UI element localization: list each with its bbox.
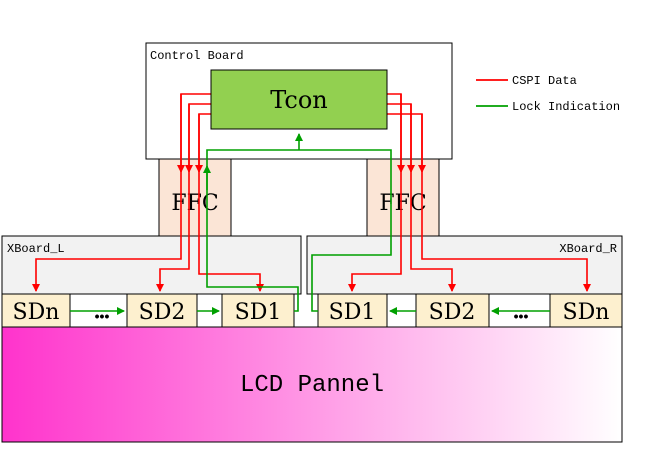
xboard-right-label: XBoard_R xyxy=(559,242,617,256)
cspi-left-to-sdn xyxy=(32,93,211,292)
sd-left-n-label: SDn xyxy=(13,300,60,325)
sd-left-2-label: SD2 xyxy=(139,300,186,325)
sd-left-1 xyxy=(221,293,295,328)
xboard-left xyxy=(1,235,302,295)
tcon-label: Tcon xyxy=(270,86,328,114)
lcd-panel xyxy=(1,326,623,443)
cspi-lines-left xyxy=(32,93,264,292)
cspi-right-to-sd2 xyxy=(387,103,456,292)
cspi-left-to-sd1 xyxy=(198,113,264,292)
cspi-right-to-sd1 xyxy=(348,93,402,292)
ellipsis-right: ••• xyxy=(514,308,529,324)
sd-right-n-label: SDn xyxy=(563,300,610,325)
sd-right-2 xyxy=(415,293,490,328)
lcd-panel-label: LCD Pannel xyxy=(240,372,384,399)
xboard-right xyxy=(306,235,623,295)
sd-right-2-label: SD2 xyxy=(429,300,476,325)
legend: CSPI Data Lock Indication xyxy=(476,74,620,114)
ellipsis-left: ••• xyxy=(95,308,110,324)
sd-left-n xyxy=(1,293,71,328)
xboard-left-label: XBoard_L xyxy=(7,242,65,256)
cspi-left-to-sd2 xyxy=(156,103,211,292)
legend-lock-label: Lock Indication xyxy=(512,100,620,114)
tcon-block xyxy=(210,69,388,130)
cspi-lines-right xyxy=(348,93,591,292)
sd-left-1-label: SD1 xyxy=(235,300,282,325)
lock-lines xyxy=(70,133,550,315)
legend-cspi-label: CSPI Data xyxy=(512,74,577,88)
sd-right-n xyxy=(549,293,623,328)
sd-right-1-label: SD1 xyxy=(329,300,376,325)
ffc-left-label: FFC xyxy=(171,191,218,216)
control-board-label: Control Board xyxy=(150,49,244,63)
ffc-right-label: FFC xyxy=(379,191,426,216)
